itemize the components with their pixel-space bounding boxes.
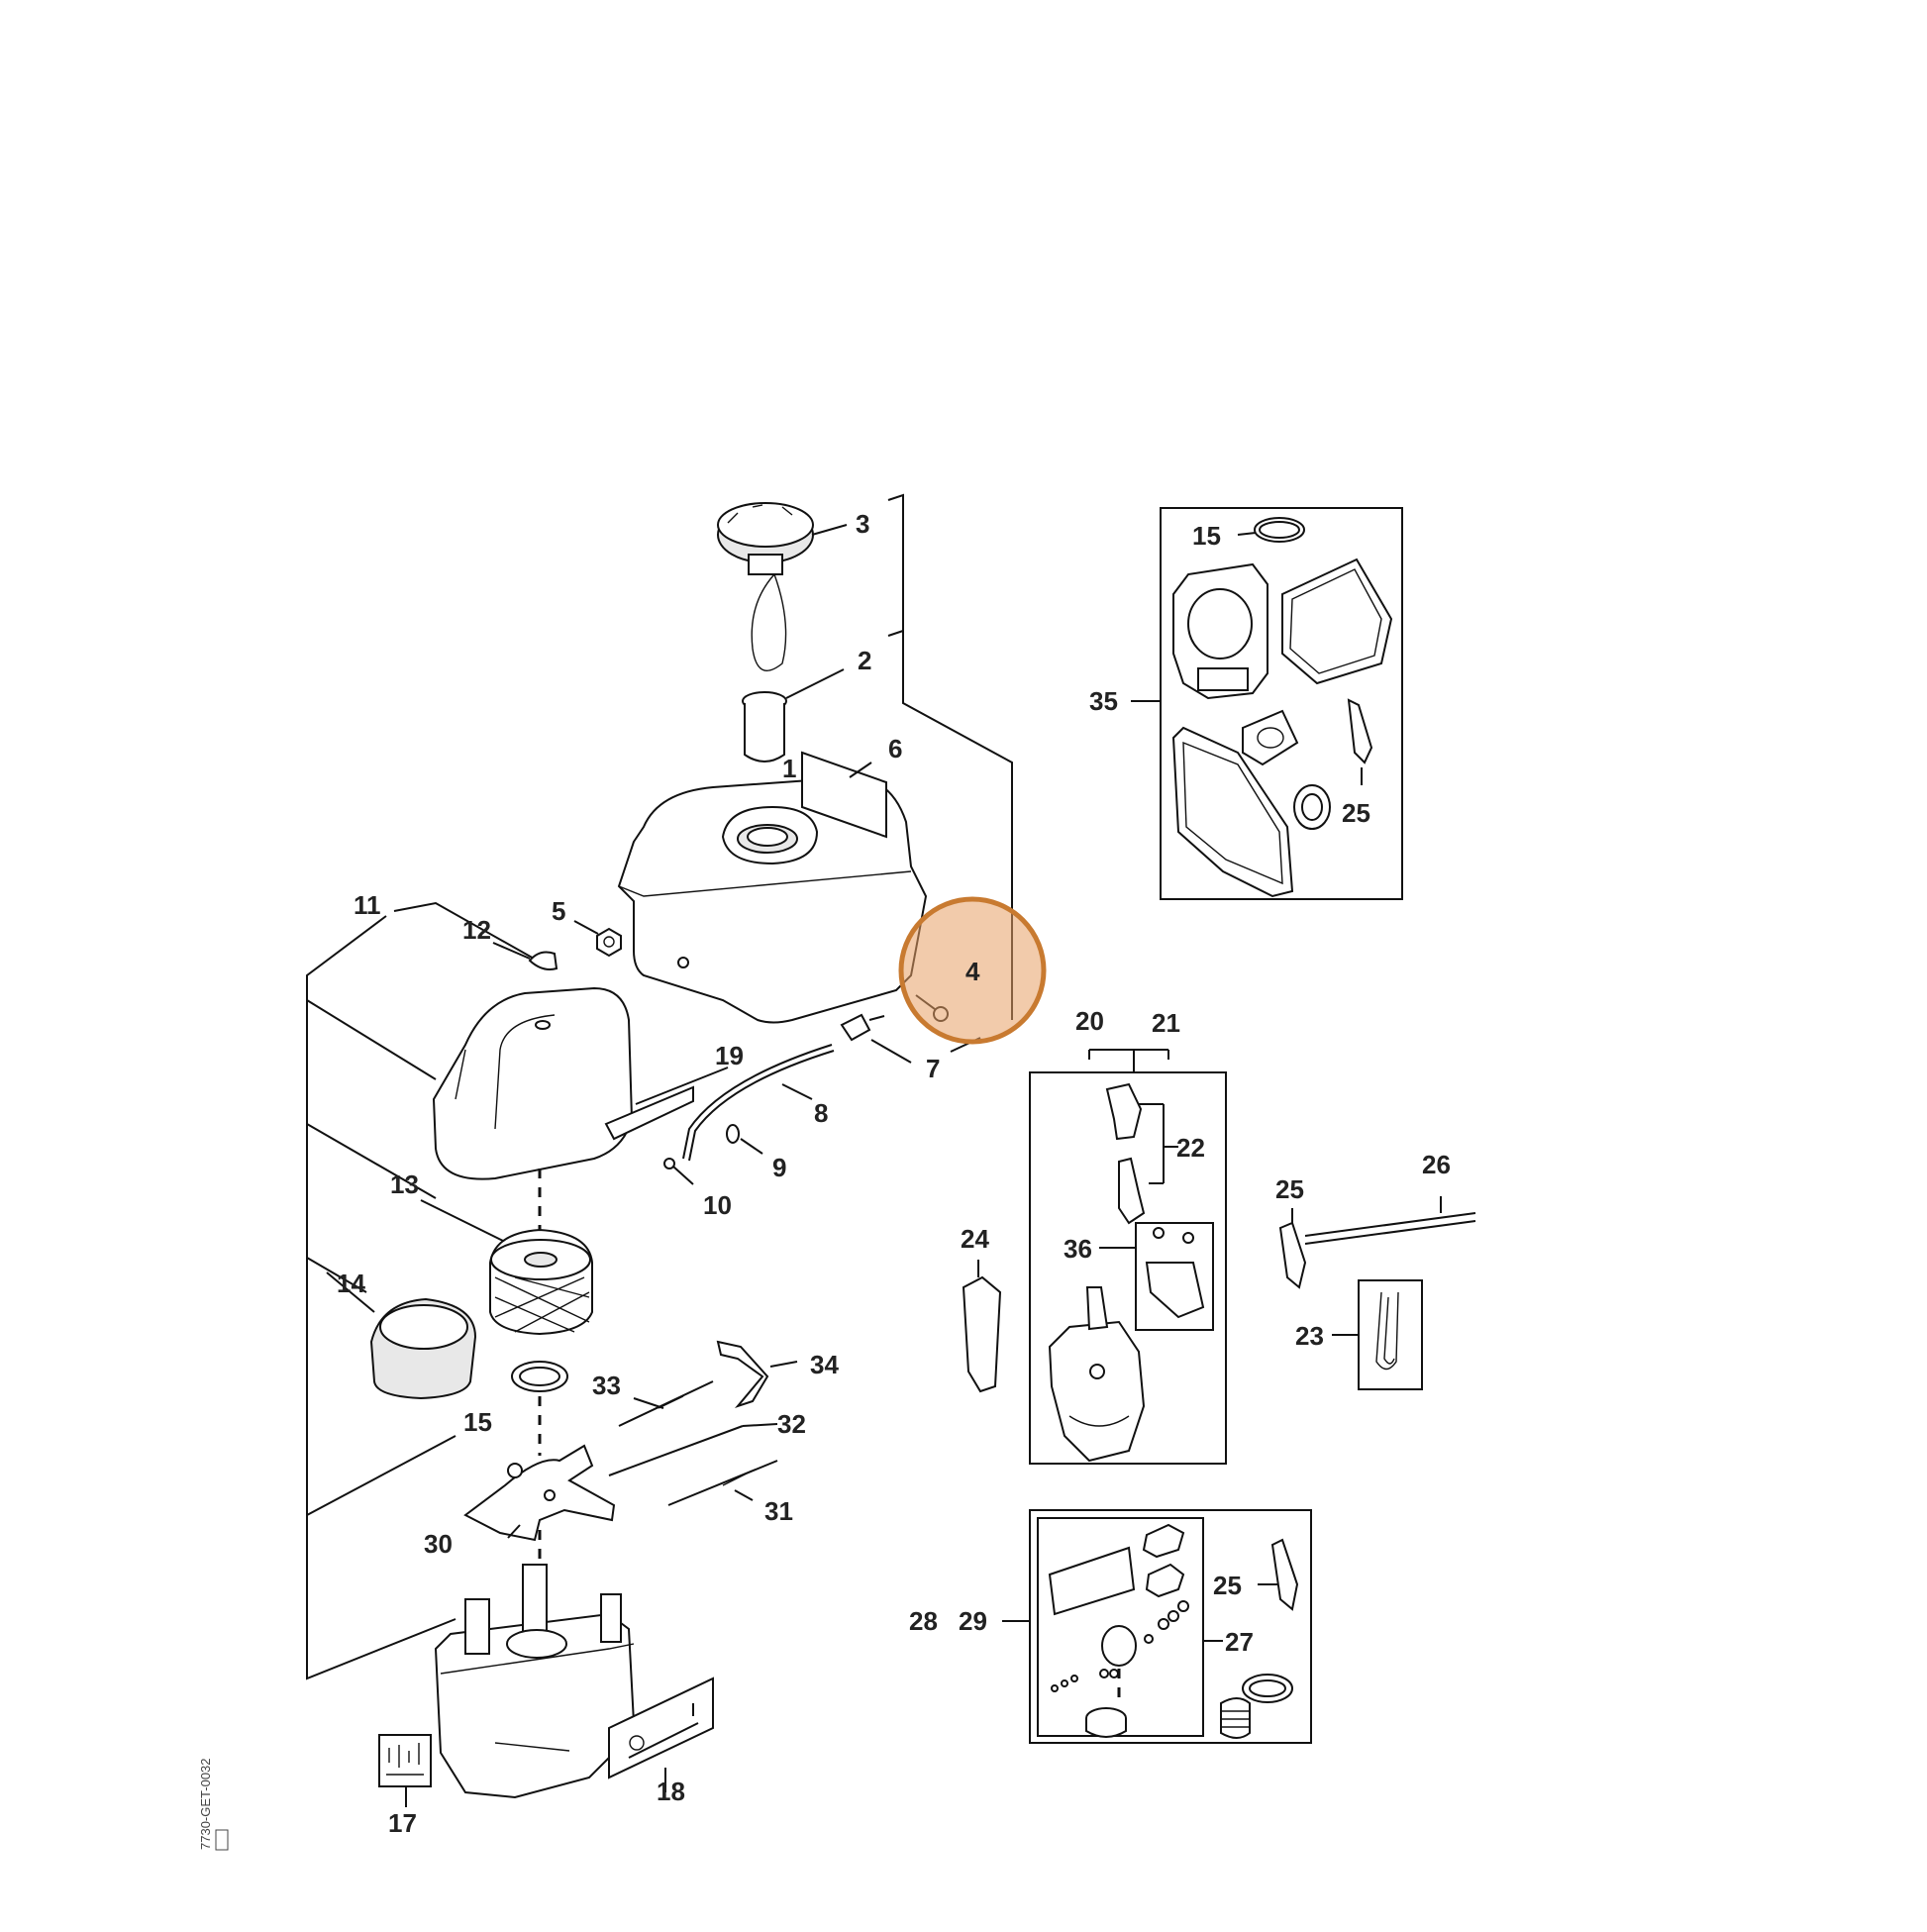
carburetor-box [1029, 1049, 1227, 1465]
fuel-tank-part [617, 775, 928, 1024]
wing-nut-part [492, 942, 558, 970]
o-ring-part [511, 1361, 568, 1456]
drawing-code-box [215, 1829, 229, 1851]
callout-21[interactable]: 21 [1152, 1008, 1180, 1038]
foam-prefilter-part [326, 1271, 477, 1400]
callout-12[interactable]: 12 [462, 915, 491, 945]
callout-19[interactable]: 19 [715, 1041, 744, 1070]
stud-part [1304, 1196, 1476, 1245]
drawing-code: 7730-GET-0032 [198, 1758, 213, 1850]
highlight-marker[interactable] [898, 896, 1047, 1045]
callout-3[interactable]: 3 [856, 509, 869, 539]
callout-15-kit[interactable]: 15 [1192, 521, 1221, 551]
nut-part [573, 920, 622, 958]
choke-lever-part [962, 1260, 1002, 1393]
callout-25-kit[interactable]: 25 [1342, 798, 1370, 828]
callout-11[interactable]: 11 [354, 890, 381, 920]
callout-10[interactable]: 10 [703, 1190, 732, 1220]
fuel-tank-frame [887, 493, 1013, 1020]
choke-label-part [608, 1677, 714, 1792]
callout-35[interactable]: 35 [1089, 686, 1118, 716]
callout-33[interactable]: 33 [592, 1371, 621, 1400]
fuel-cap-part [717, 502, 848, 671]
callout-18[interactable]: 18 [657, 1777, 685, 1806]
insulator-gasket-part [1278, 1208, 1307, 1289]
air-cleaner-base-part [434, 1530, 636, 1799]
callout-22[interactable]: 22 [1176, 1133, 1205, 1163]
callout-23[interactable]: 23 [1295, 1321, 1324, 1351]
callout-2[interactable]: 2 [858, 646, 871, 675]
callout-32[interactable]: 32 [777, 1409, 806, 1439]
spring-clip-box [1332, 1279, 1423, 1390]
callout-7[interactable]: 7 [926, 1054, 940, 1083]
callout-31[interactable]: 31 [764, 1496, 793, 1526]
fuel-strainer-part [742, 668, 845, 763]
callout-30[interactable]: 30 [424, 1529, 453, 1559]
callout-26[interactable]: 26 [1422, 1150, 1451, 1179]
callout-29[interactable]: 29 [959, 1606, 987, 1636]
callout-4[interactable]: 4 [965, 957, 980, 986]
throttle-label-part [378, 1734, 432, 1807]
callout-17[interactable]: 17 [388, 1808, 417, 1838]
callout-5[interactable]: 5 [552, 896, 565, 926]
fuel-line-part [663, 1044, 835, 1185]
fuel-valve-part [840, 1013, 981, 1064]
warning-label-part [801, 751, 887, 839]
callout-13[interactable]: 13 [390, 1169, 419, 1199]
callout-6[interactable]: 6 [888, 734, 902, 763]
callout-14[interactable]: 14 [337, 1269, 365, 1298]
callout-20[interactable]: 20 [1075, 1006, 1104, 1036]
callout-labels: 1 2 3 4 5 6 7 8 9 10 11 12 13 14 15 15 1… [337, 509, 1451, 1838]
governor-linkage-part [463, 1340, 798, 1542]
callout-1[interactable]: 1 [782, 754, 796, 783]
air-cleaner-frame [306, 901, 544, 1680]
callout-9[interactable]: 9 [772, 1153, 786, 1182]
callout-24[interactable]: 24 [961, 1224, 989, 1254]
air-cleaner-cover-part [432, 986, 729, 1180]
callout-25-repair[interactable]: 25 [1213, 1571, 1242, 1600]
callout-28[interactable]: 28 [909, 1606, 938, 1636]
carb-repair-kit-box [1002, 1509, 1312, 1744]
callout-8[interactable]: 8 [814, 1098, 828, 1128]
callout-36[interactable]: 36 [1064, 1234, 1092, 1264]
air-filter-element-part [420, 1169, 593, 1336]
gasket-kit-box [1131, 507, 1403, 900]
callout-25[interactable]: 25 [1275, 1174, 1304, 1204]
callout-34[interactable]: 34 [810, 1350, 839, 1379]
callout-15[interactable]: 15 [463, 1407, 492, 1437]
callout-27[interactable]: 27 [1225, 1627, 1254, 1657]
